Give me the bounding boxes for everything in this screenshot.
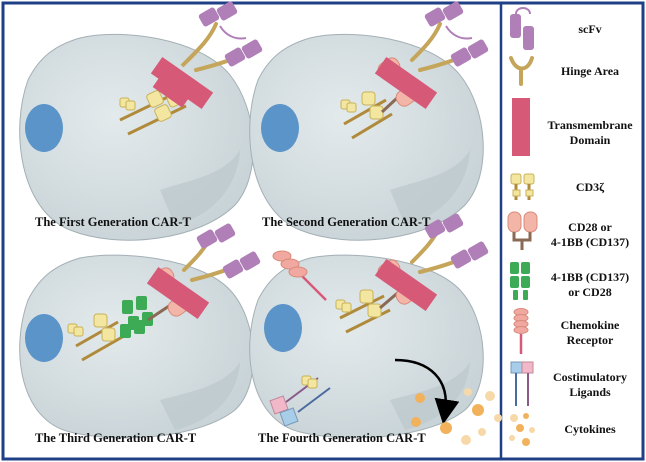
legend-cd28-line1: CD28 or (568, 220, 612, 234)
panel-third-generation (19, 223, 261, 439)
cd3z-icon (510, 173, 535, 200)
cd3z-chain (335, 289, 391, 334)
legend-scfv-label: scFv (578, 22, 602, 36)
second-generation-label: The Second Generation CAR-T (262, 215, 431, 229)
scfv (424, 1, 489, 67)
transmembrane-domain (374, 57, 438, 109)
legend-fourbb-line2: or CD28 (568, 285, 612, 299)
legend-cd28-line2: 4-1BB (CD137) (550, 235, 630, 249)
transmembrane-icon (512, 98, 530, 156)
nucleus (25, 314, 63, 362)
legend-cytokines-label: Cytokines (564, 422, 616, 436)
legend-costim-line2: Ligands (569, 385, 611, 399)
fourbb-costim (120, 296, 153, 338)
legend-transmembrane-label: Transmembrane Domain (543, 118, 637, 148)
legend-chemokine-line2: Receptor (566, 333, 614, 347)
fourbb-icon (510, 262, 530, 300)
nucleus (261, 104, 299, 152)
third-generation-label: The Third Generation CAR-T (35, 431, 197, 445)
nucleus (25, 104, 63, 152)
legend-transmembrane-line2: Domain (569, 133, 611, 147)
fourth-generation-label: The Fourth Generation CAR-T (258, 431, 426, 445)
legend-costim-label: Costimulatory Ligands (543, 370, 637, 400)
cell-shadow (390, 362, 470, 430)
cell-shadow (390, 150, 470, 225)
legend-fourbb-line1: 4-1BB (CD137) (550, 270, 630, 284)
legend-transmembrane-line1: Transmembrane (547, 118, 633, 132)
legend-chemokine-label: Chemokine Receptor (543, 318, 637, 348)
chemokine-icon (513, 308, 529, 354)
legend-hinge-label: Hinge Area (560, 64, 620, 78)
cytokines-icon (509, 413, 535, 446)
first-generation-label: The First Generation CAR-T (35, 215, 191, 229)
scfv (198, 1, 263, 67)
legend-chemokine-line1: Chemokine (560, 318, 620, 332)
cd3z-chain (340, 91, 393, 140)
transmembrane-domain (374, 259, 438, 311)
panel-fourth-generation (249, 213, 502, 445)
nucleus (264, 304, 302, 352)
scfv-icon (510, 7, 534, 50)
cell-shadow (160, 362, 240, 430)
panel-second-generation (249, 1, 489, 241)
legend-costim-line1: Costimulatory (553, 370, 627, 384)
costimulatory-ligands (269, 375, 331, 427)
secretion-arrow (394, 358, 460, 425)
legend-icons (507, 7, 538, 446)
legend-cd28-label: CD28 or 4-1BB (CD137) (543, 220, 637, 250)
cd28-icon (507, 211, 538, 250)
costim-ligands-icon (510, 361, 534, 406)
cell-shadow (160, 150, 240, 225)
transmembrane-domain (146, 267, 210, 319)
scfv (196, 223, 261, 279)
legend-cd3z-label: CD3ζ (575, 180, 605, 194)
hinge-icon (509, 56, 534, 86)
legend-fourbb-label: 4-1BB (CD137) or CD28 (543, 270, 637, 300)
scfv (424, 213, 489, 269)
panel-first-generation (19, 1, 263, 241)
cd3z-chain (67, 313, 125, 362)
cytokines (411, 388, 502, 445)
chemokine-receptor (272, 250, 327, 301)
